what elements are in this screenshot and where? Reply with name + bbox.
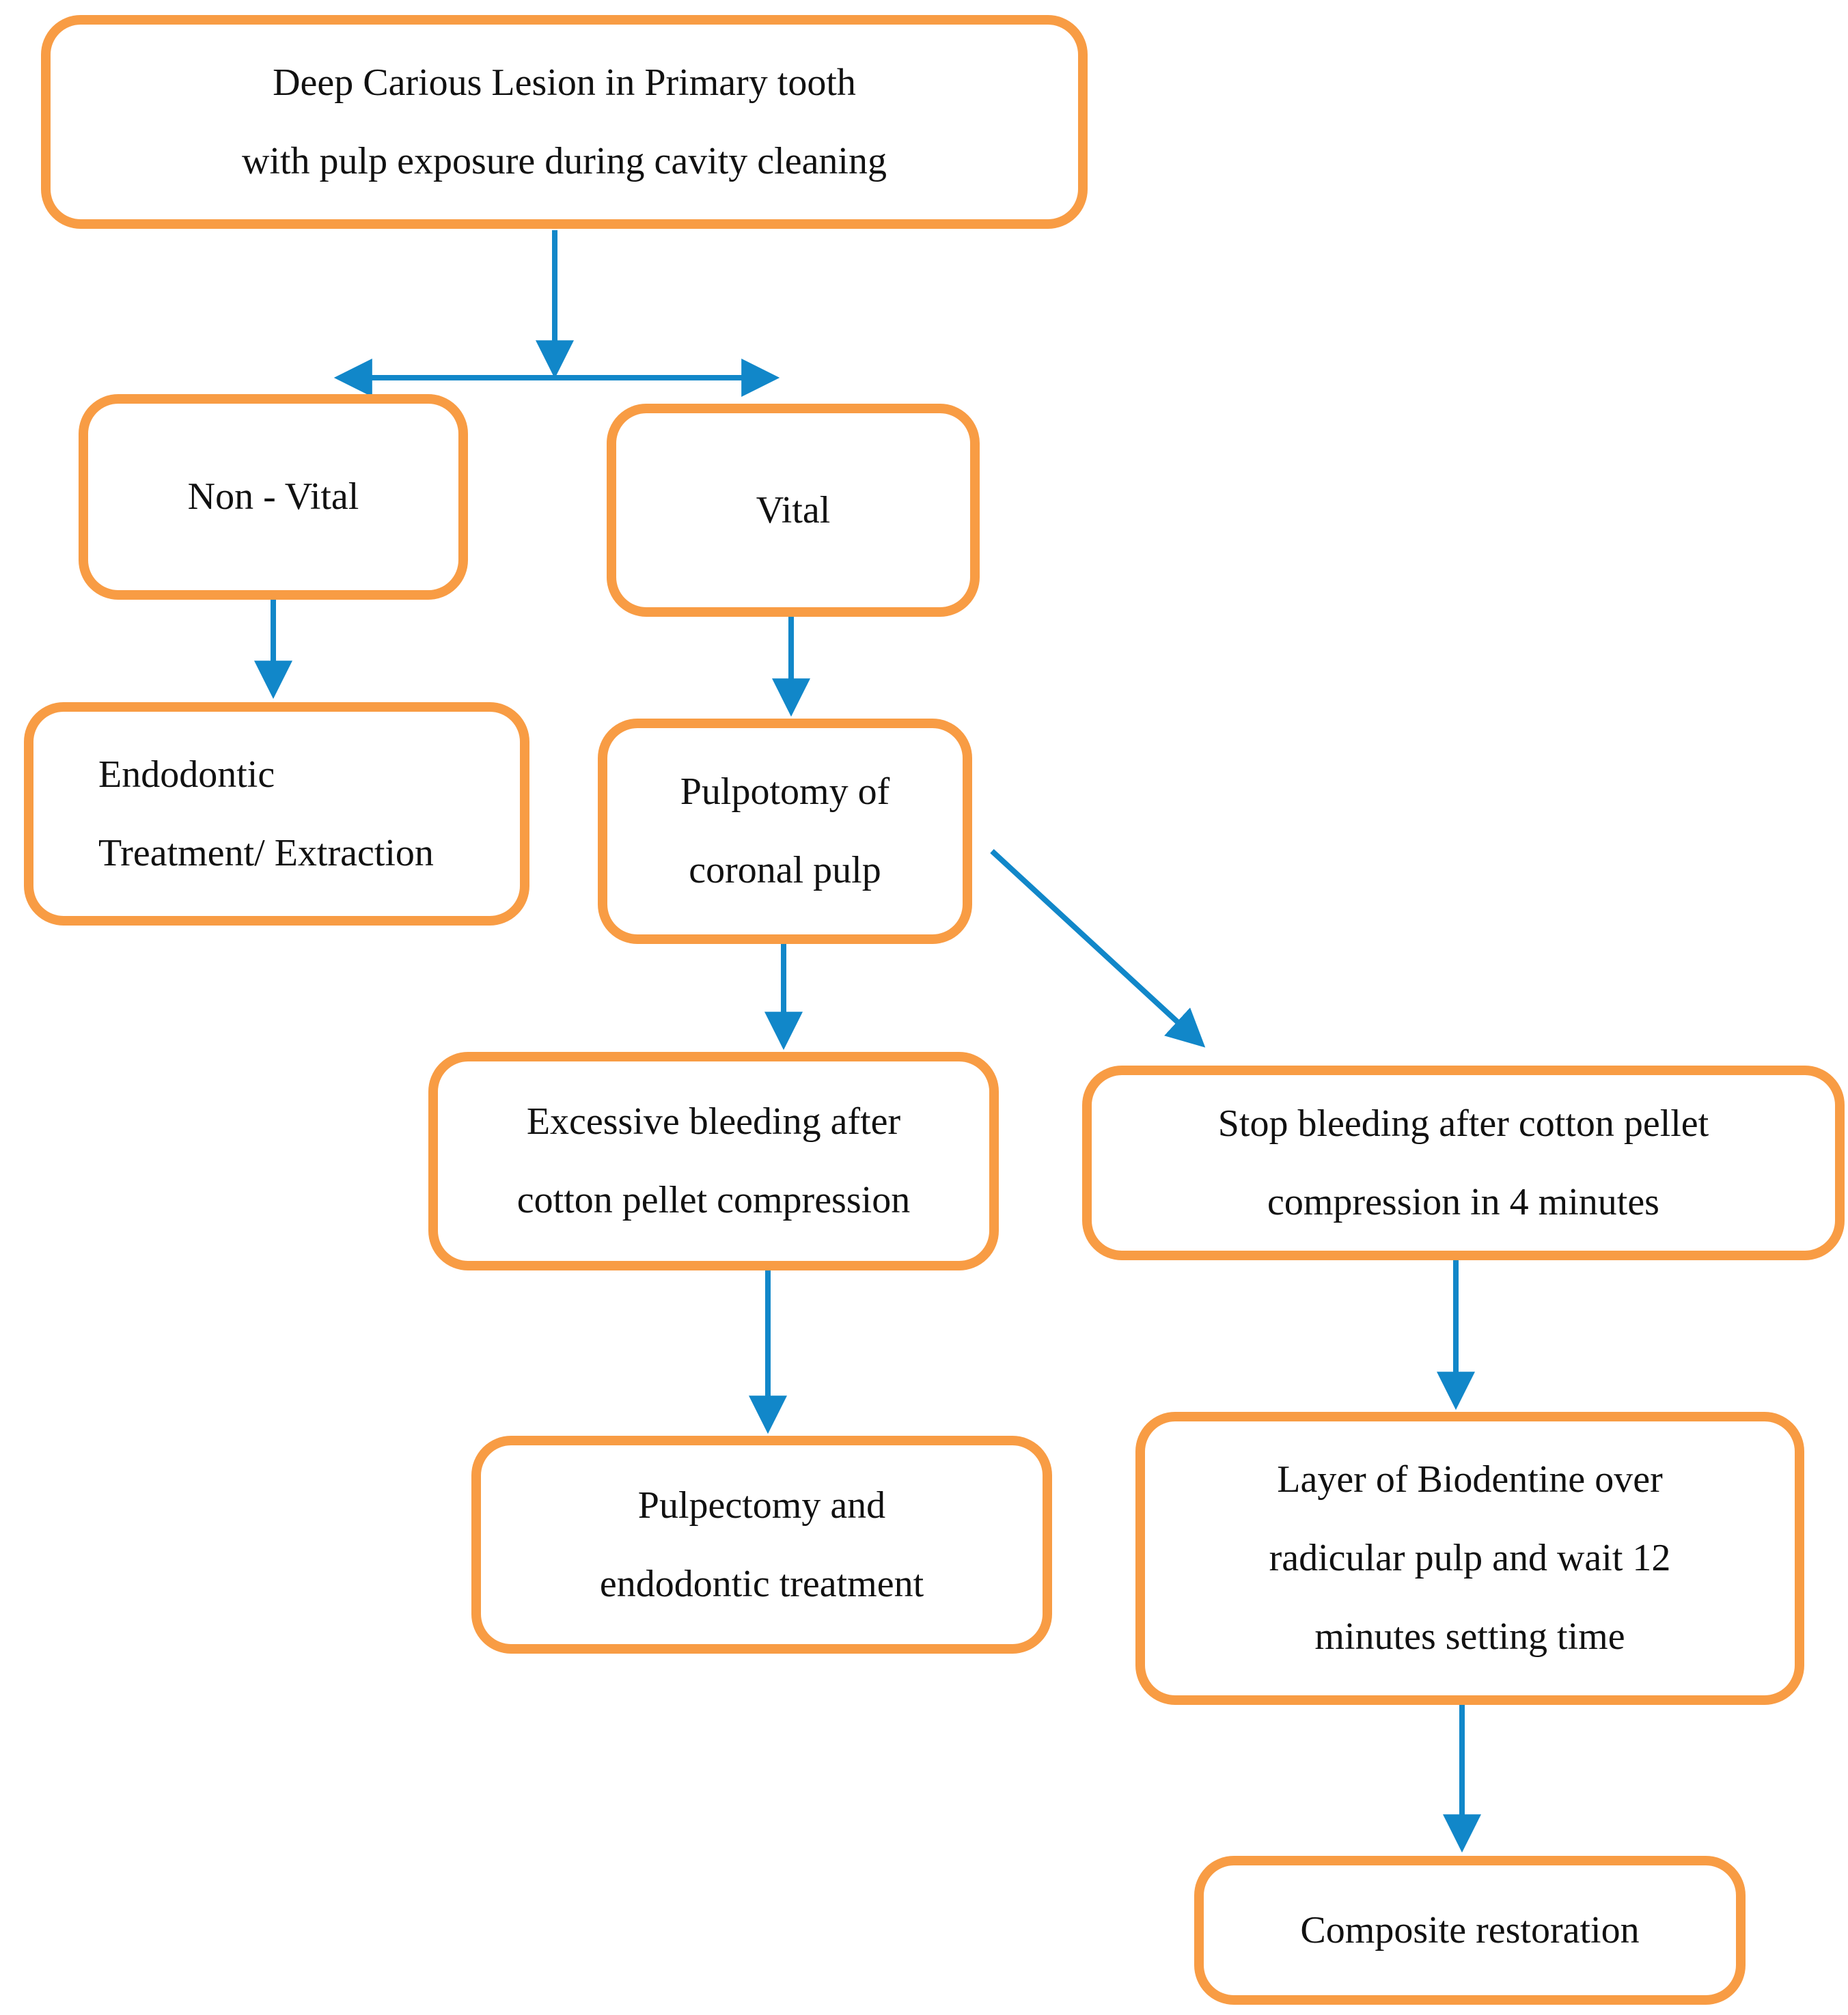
- node-label: Treatment/ Extraction: [98, 831, 434, 874]
- node-biodentine-layer: Layer of Biodentine over radicular pulp …: [1135, 1412, 1804, 1705]
- node-label: Pulpectomy and: [637, 1484, 886, 1527]
- node-label: compression in 4 minutes: [1267, 1180, 1659, 1223]
- node-non-vital: Non - Vital: [79, 394, 468, 600]
- node-pulpotomy: Pulpotomy of coronal pulp: [598, 719, 972, 944]
- node-composite-restoration: Composite restoration: [1194, 1856, 1746, 2005]
- node-label: coronal pulp: [689, 849, 881, 891]
- node-label: Composite restoration: [1300, 1908, 1640, 1951]
- node-pulpectomy: Pulpectomy and endodontic treatment: [471, 1436, 1052, 1654]
- node-vital: Vital: [607, 404, 980, 617]
- node-label: Deep Carious Lesion in Primary tooth: [273, 61, 856, 104]
- node-label: Layer of Biodentine over: [1277, 1458, 1663, 1501]
- node-deep-carious-lesion: Deep Carious Lesion in Primary tooth wit…: [41, 15, 1088, 229]
- node-label: endodontic treatment: [599, 1562, 924, 1605]
- node-endodontic-treatment: Endodontic Treatment/ Extraction: [24, 702, 529, 926]
- node-label: cotton pellet compression: [516, 1179, 911, 1221]
- arrow-pulpotomy-to-stop: [990, 849, 1206, 1048]
- node-label: Stop bleeding after cotton pellet: [1217, 1102, 1709, 1145]
- node-label: minutes setting time: [1314, 1615, 1625, 1658]
- node-label: Pulpotomy of: [680, 770, 890, 814]
- node-label: Excessive bleeding after: [526, 1100, 901, 1143]
- node-label: Endodontic: [98, 753, 275, 796]
- node-stop-bleeding: Stop bleeding after cotton pellet compre…: [1082, 1066, 1845, 1260]
- node-excessive-bleeding: Excessive bleeding after cotton pellet c…: [428, 1052, 999, 1270]
- node-label: with pulp exposure during cavity cleanin…: [242, 139, 887, 182]
- node-label: Non - Vital: [187, 475, 359, 518]
- node-label: radicular pulp and wait 12: [1269, 1537, 1671, 1580]
- node-label: Vital: [756, 488, 831, 531]
